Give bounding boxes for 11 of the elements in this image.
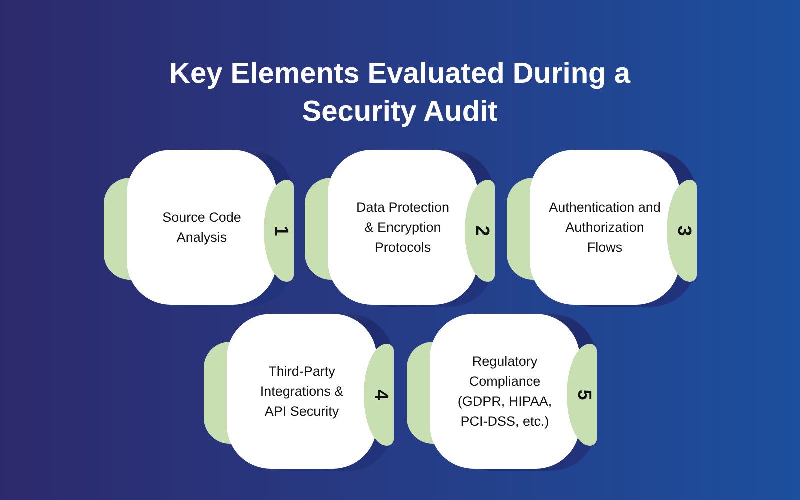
card-label: Source Code Analysis — [162, 208, 242, 247]
step-number: 1 — [270, 226, 290, 236]
card-label: Third-Party Integrations & API Security — [259, 362, 345, 421]
step-number: 2 — [471, 226, 491, 236]
title: Key Elements Evaluated During a Security Audit — [168, 57, 632, 130]
card-label: Authentication and Authorization Flows — [548, 198, 662, 256]
card-label: Data Protection & Encryption Protocols — [355, 198, 451, 256]
step-number: 5 — [573, 390, 593, 400]
step-number: 3 — [673, 226, 693, 236]
card-label: Regulatory Compliance (GDPR, HIPAA, PCI-DSS, etc.) — [456, 352, 554, 431]
step-number: 4 — [370, 390, 390, 400]
